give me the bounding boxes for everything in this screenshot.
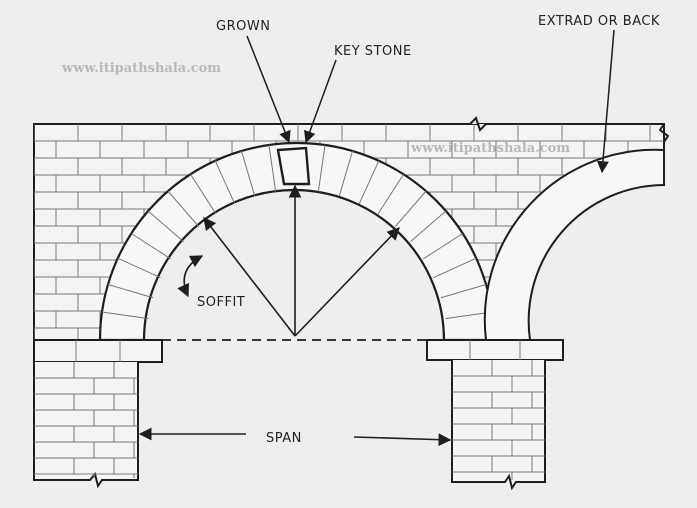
voussoir-joint (167, 190, 200, 227)
crown-label: GROWN (216, 19, 270, 34)
watermark-left: www.itipathshala.com (61, 61, 221, 76)
span-arrow-right (353, 433, 452, 447)
voussoir-joint (107, 284, 154, 299)
voussoir-joint (131, 233, 172, 260)
voussoir-joint (241, 150, 256, 197)
voussoir-joint (338, 150, 353, 197)
voussoir-joint (214, 160, 236, 204)
voussoir-joint (358, 160, 380, 204)
extrados-label: EXTRAD OR BACK (538, 14, 660, 29)
soffit-arrow (177, 255, 204, 298)
crown-leader-arrow (246, 35, 291, 144)
right-arch-ring (483, 148, 665, 341)
right-pier (426, 339, 564, 491)
voussoir-joint (147, 210, 184, 243)
voussoir-joint (422, 233, 463, 260)
right-springer-course (426, 339, 564, 361)
voussoir-joint (377, 174, 404, 215)
voussoir-joint (268, 144, 277, 192)
voussoir-joints (101, 144, 493, 320)
left-pier-brick-courses (34, 362, 138, 478)
voussoir-joint (317, 144, 326, 192)
left-pier (33, 339, 163, 489)
radius-arrow-left (203, 216, 296, 337)
left-springer-course (33, 339, 163, 363)
right-pier-brick-courses (452, 360, 545, 480)
soffit-label: SOFFIT (197, 295, 245, 310)
break-mark-top (469, 116, 487, 132)
watermark-right: www.itipathshala.com (410, 141, 570, 156)
voussoir-joint (101, 311, 149, 320)
voussoir-joint (394, 190, 427, 227)
key-stone-block (276, 146, 311, 186)
voussoir-joint (117, 257, 161, 279)
radius-arrows (203, 184, 400, 337)
radius-arrow-right (294, 227, 400, 337)
voussoir-joint (433, 257, 477, 279)
voussoir-joint (190, 174, 217, 215)
voussoir-joint (410, 210, 447, 243)
voussoir-joint (440, 284, 487, 299)
break-mark-right (658, 123, 670, 143)
key-stone-leader-arrow (304, 59, 337, 144)
extrados-leader-arrow (596, 29, 615, 174)
span-label: SPAN (266, 431, 302, 446)
key-stone-label: KEY STONE (334, 44, 412, 59)
